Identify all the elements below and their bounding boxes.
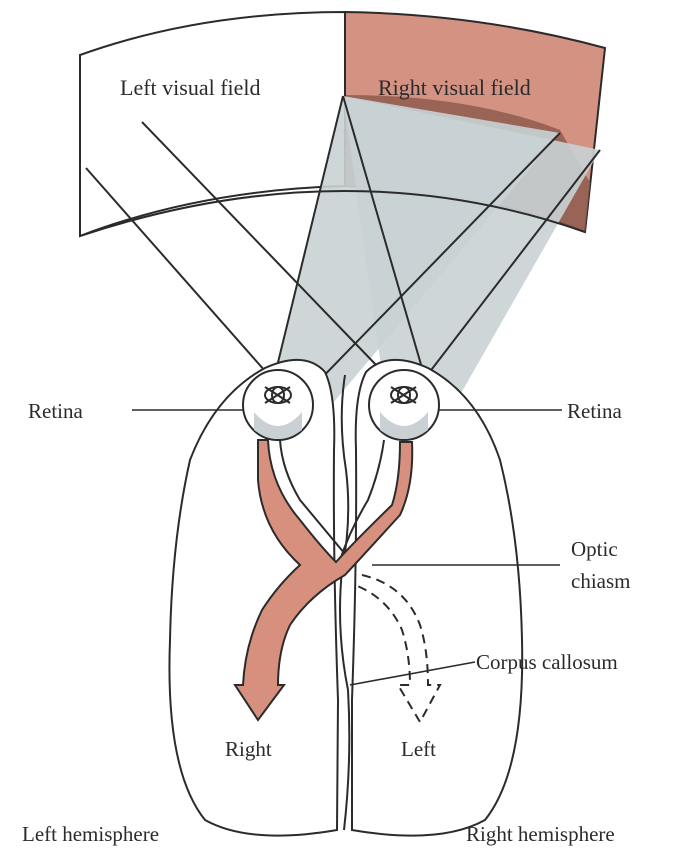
chiasm-label: chiasm (571, 569, 630, 593)
right-visual-field-label: Right visual field (378, 75, 531, 100)
retina-right-label: Retina (567, 399, 622, 423)
retina-left-label: Retina (28, 399, 83, 423)
left-eye (243, 370, 313, 440)
longitudinal-fissure (340, 375, 349, 830)
left-pathway-label: Left (401, 737, 436, 761)
corpus-callosum-label: Corpus callosum (476, 650, 618, 674)
optic-label: Optic (571, 537, 618, 561)
left-hemisphere-label: Left hemisphere (22, 822, 159, 846)
right-eye (369, 370, 439, 440)
right-pathway-label: Right (225, 737, 272, 761)
brain-outline (169, 360, 522, 836)
left-visual-field-label: Left visual field (120, 75, 261, 100)
right-hemisphere-label: Right hemisphere (466, 822, 615, 846)
